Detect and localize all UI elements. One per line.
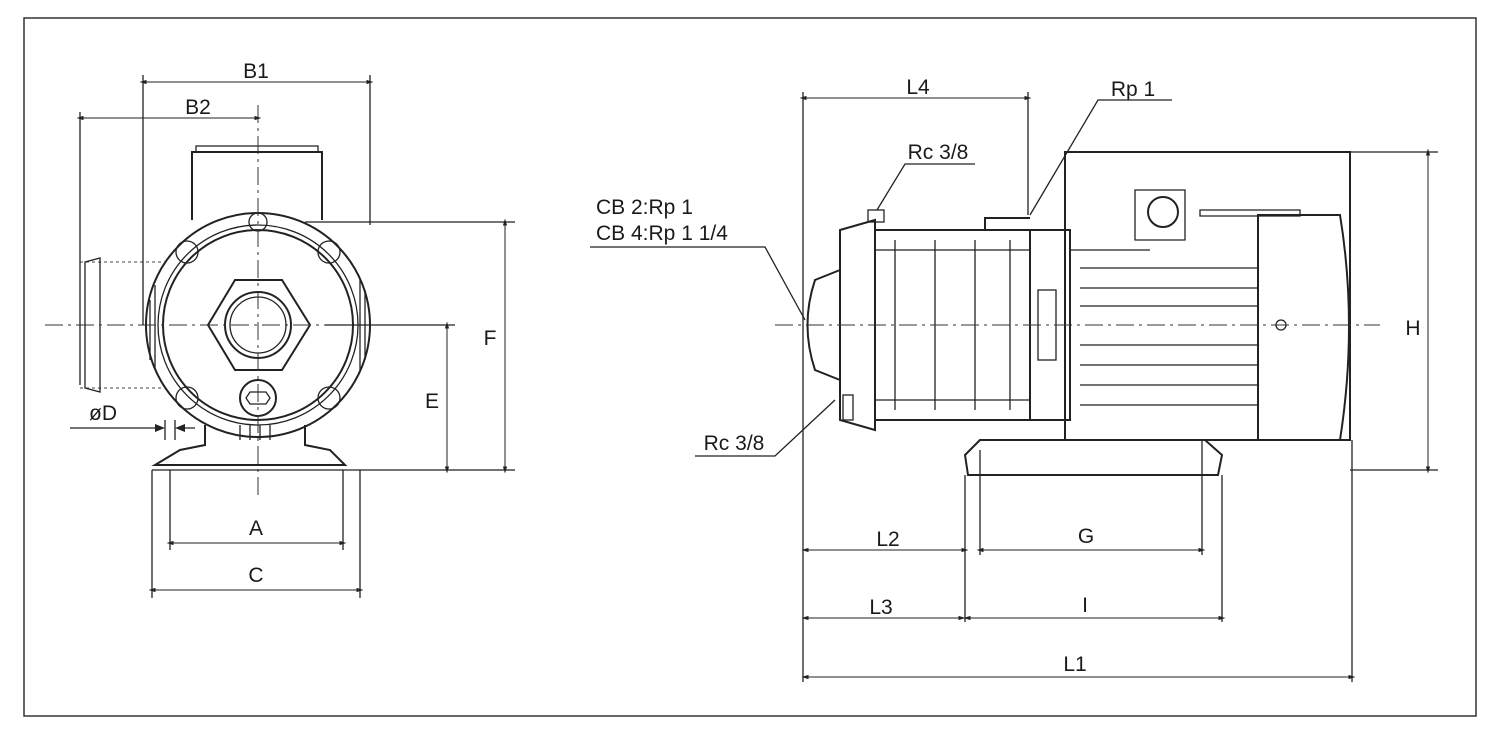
leader-rc-top <box>876 163 975 211</box>
front-view: B1 B2 F E øD A C <box>45 60 515 598</box>
label-rc-bottom: Rc 3/8 <box>704 432 765 455</box>
leader-rc-bottom <box>695 399 836 457</box>
side-view: L4 Rp 1 Rc 3/8 CB 2:Rp 1 CB 4:Rp 1 1/4 R… <box>590 76 1438 682</box>
label-h: H <box>1405 317 1420 340</box>
cooling-fins <box>1070 249 1258 406</box>
frame-border <box>23 17 1477 717</box>
pump-foot <box>151 425 348 466</box>
label-l3: L3 <box>869 596 892 619</box>
inlet-stub <box>84 257 101 393</box>
label-d: øD <box>89 402 117 425</box>
label-l4: L4 <box>906 76 930 99</box>
base-plate <box>963 439 1224 476</box>
label-i: I <box>1082 594 1088 617</box>
motor-body <box>1064 151 1351 441</box>
label-cb2: CB 2:Rp 1 <box>596 196 693 219</box>
leader-rp1 <box>1029 99 1172 216</box>
label-f: F <box>484 327 497 350</box>
label-l1: L1 <box>1063 653 1086 676</box>
label-c: C <box>248 564 263 587</box>
suction-casing <box>839 218 876 432</box>
label-rp1: Rp 1 <box>1111 78 1155 101</box>
terminal-box <box>191 151 323 220</box>
label-a: A <box>249 517 263 540</box>
label-e: E <box>425 390 439 413</box>
label-b2: B2 <box>185 96 211 119</box>
label-b1: B1 <box>243 60 269 83</box>
fan-cover <box>1257 214 1350 441</box>
leader-cb <box>590 246 806 321</box>
label-l2: L2 <box>876 528 899 551</box>
label-rc-top: Rc 3/8 <box>908 141 969 164</box>
label-g: G <box>1078 525 1094 548</box>
label-cb4: CB 4:Rp 1 1/4 <box>596 222 728 245</box>
